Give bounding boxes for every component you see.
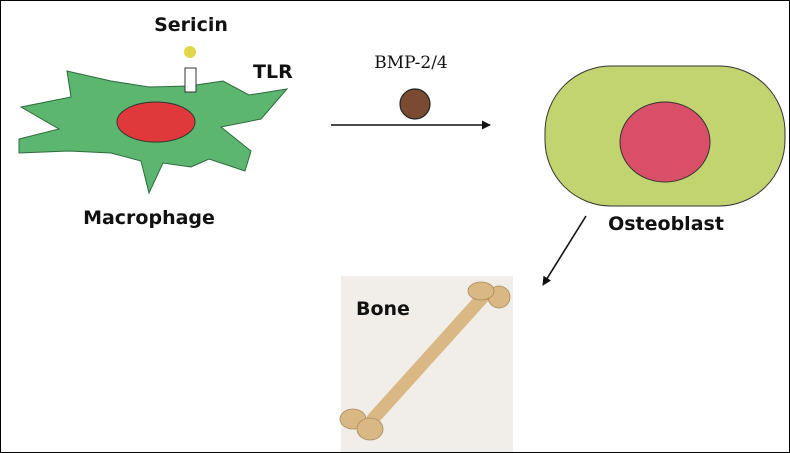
bmp-label: BMP-2/4 (374, 53, 448, 73)
tlr-receptor (184, 67, 197, 93)
sericin-label: Sericin (154, 14, 228, 36)
bone-picture (339, 281, 511, 441)
osteoblast-label: Osteoblast (608, 213, 724, 235)
tlr-label: TLR (253, 61, 293, 83)
bone-label: Bone (356, 298, 410, 320)
osteoblast-to-bone-arrow (542, 215, 587, 286)
macrophage-label: Macrophage (83, 207, 215, 229)
osteoblast-nucleus (619, 101, 711, 183)
sericin-molecule (184, 46, 196, 58)
macrophage-nucleus (116, 101, 196, 143)
bmp-molecule (399, 88, 431, 120)
